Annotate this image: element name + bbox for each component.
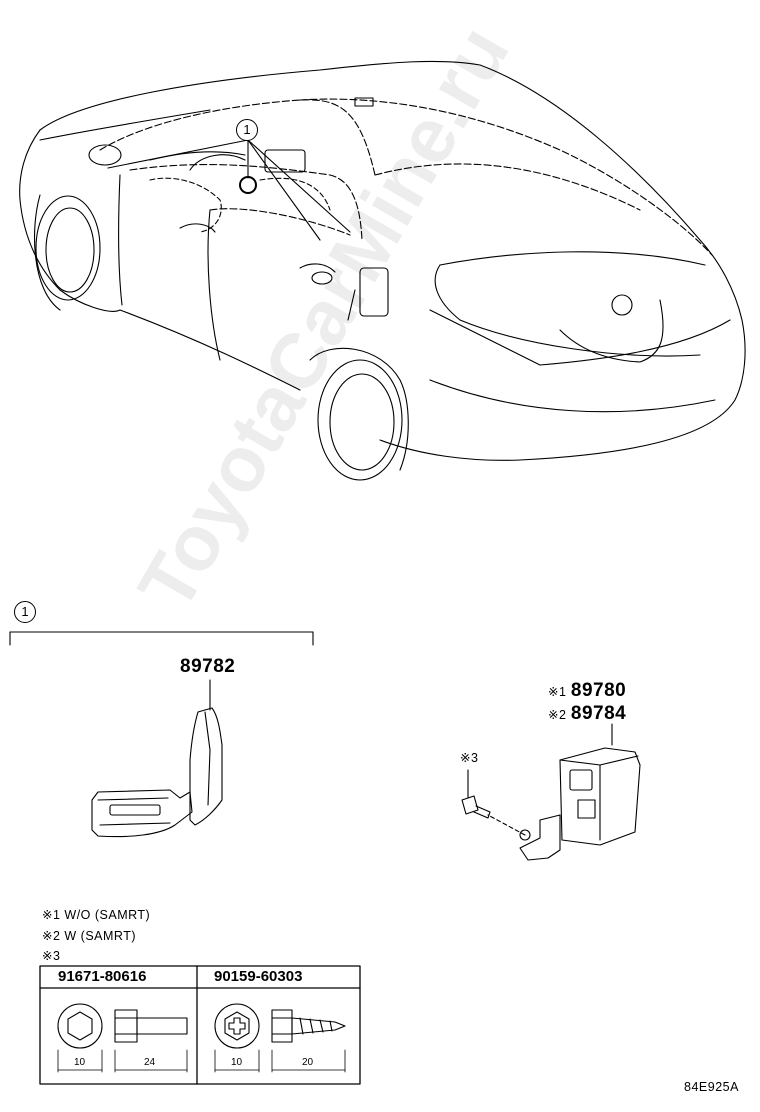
- hex-flange-bolt-side-icon: [114, 1009, 188, 1043]
- fastener-1-number: 91671-80616: [58, 968, 147, 985]
- note-2: ※2 W (SAMRT): [42, 929, 137, 943]
- fastener-2-number: 90159-60303: [214, 968, 303, 985]
- part-ref-number: 89780: [570, 680, 627, 701]
- part-ref-89780: ※1 89780: [548, 680, 626, 702]
- callout-1-car: 1: [236, 119, 258, 141]
- diagram-code: 84E925A: [684, 1080, 739, 1094]
- fastener-table: [39, 965, 361, 1085]
- fastener-2-length-dim: 20: [302, 1057, 314, 1068]
- note-1: ※1 W/O (SAMRT): [42, 908, 151, 922]
- callout-1-section: 1: [14, 601, 36, 623]
- part-ref-mark: ※1: [548, 685, 567, 699]
- part-89782-illustration: [91, 679, 223, 838]
- fastener-2-head-dim: 10: [231, 1057, 243, 1068]
- fastener-1-length-dim: 24: [144, 1057, 156, 1068]
- part-ref-number: 89784: [570, 703, 627, 724]
- note-3: ※3: [42, 949, 61, 963]
- fastener-1-head-dim: 10: [74, 1057, 86, 1068]
- part-ref-mark: ※2: [548, 708, 567, 722]
- phillips-screw-head-icon: [214, 1003, 260, 1049]
- hex-bolt-head-icon: [57, 1003, 103, 1049]
- tapping-screw-side-icon: [271, 1009, 346, 1043]
- section-bracket: [9, 631, 314, 646]
- part-ref-89784: ※2 89784: [548, 703, 626, 725]
- part-number-89782: 89782: [180, 656, 236, 677]
- dimension-lines: [57, 1049, 346, 1073]
- part-89780-illustration: [461, 723, 641, 861]
- screw-mark: ※3: [460, 751, 479, 765]
- car-illustration: [19, 60, 746, 481]
